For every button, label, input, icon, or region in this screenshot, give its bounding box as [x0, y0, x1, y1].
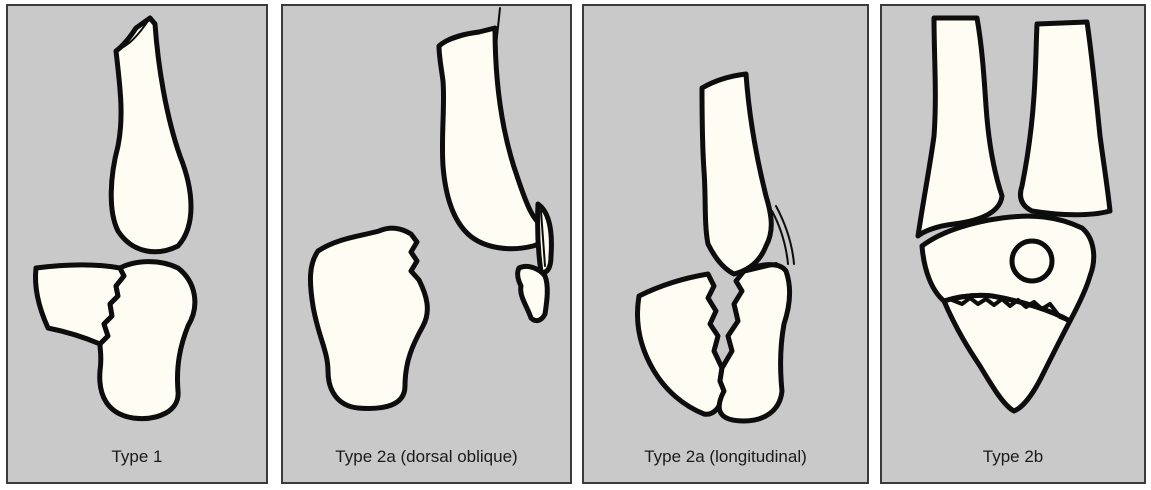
tibia-bone: [702, 74, 771, 274]
caption-type-1: Type 1: [8, 447, 266, 467]
calcaneus-body: [100, 262, 195, 419]
panel-type-2b: Type 2b: [880, 4, 1146, 484]
fibula-bone: [1020, 22, 1110, 215]
ligament-line-inner: [772, 211, 788, 264]
caption-type-2b: Type 2b: [882, 447, 1144, 467]
caption-type-2a-longitudinal: Type 2a (longitudinal): [584, 447, 867, 467]
calcaneus-main: [310, 228, 427, 408]
type-2b-illustration: [882, 6, 1144, 482]
tibia-bone: [918, 18, 1002, 236]
type-2a-longitudinal-illustration: [584, 6, 867, 482]
ligament-line: [776, 206, 794, 264]
tibia-bone: [111, 18, 191, 252]
type-1-illustration: [8, 6, 266, 482]
type-2a-dorsal-oblique-illustration: [283, 6, 570, 482]
talus-lower-region: [944, 295, 1070, 411]
talar-dome-circle: [1012, 241, 1052, 281]
tuberosity-fragment: [518, 266, 548, 320]
tibia-bone: [439, 28, 545, 249]
caption-type-2a-dorsal-oblique: Type 2a (dorsal oblique): [283, 447, 570, 467]
panel-type-2a-dorsal-oblique: Type 2a (dorsal oblique): [281, 4, 572, 484]
panel-type-2a-longitudinal: Type 2a (longitudinal): [582, 4, 869, 484]
panel-type-1: Type 1: [6, 4, 268, 484]
